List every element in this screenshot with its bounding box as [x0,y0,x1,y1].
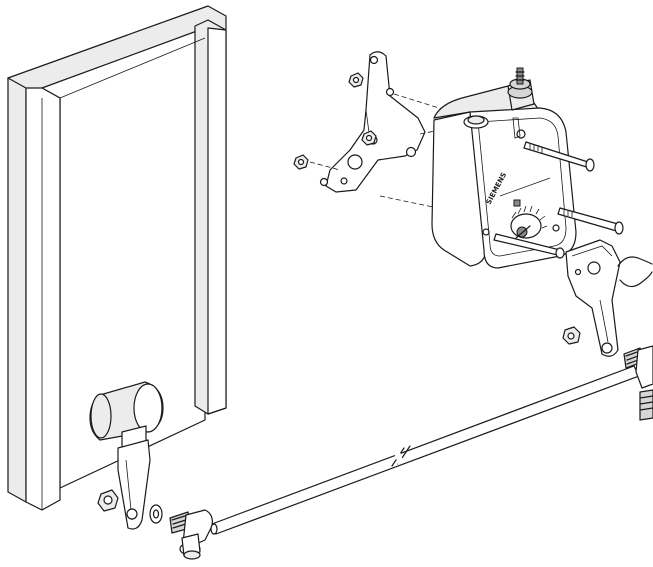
right-crank-bracket [562,239,653,357]
lower-ball-joint [169,509,213,560]
connecting-rod [210,365,640,535]
actuator-housing: SIEMENS [431,67,577,269]
channel-wall [7,5,227,511]
right-ball-joint [623,345,653,421]
lower-crank-bracket [89,381,164,530]
mounting-plate [293,51,426,193]
mounting-bolts [493,141,624,259]
